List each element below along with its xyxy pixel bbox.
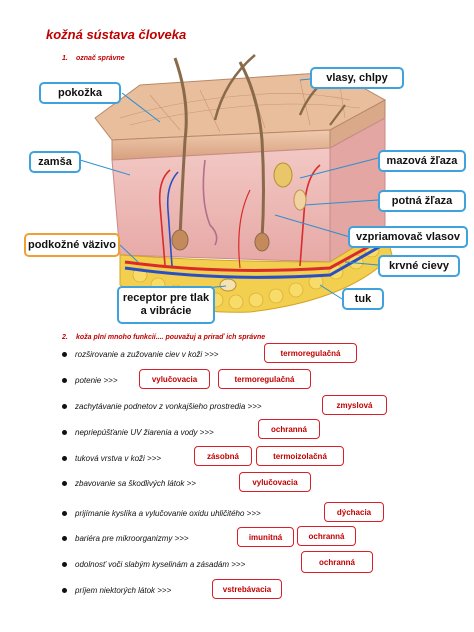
answer-box: ochranná (258, 419, 320, 439)
function-text: prijímanie kyslíka a vylučovanie oxidu u… (75, 508, 261, 518)
label-vlasy-chlpy: vlasy, chlpy (310, 67, 404, 89)
function-row: rozširovanie a zužovanie ciev v koži >>> (62, 347, 218, 361)
function-text: odolnosť voči slabým kyselinám a zásadám… (75, 559, 246, 569)
function-text: príjem niektorých látok >>> (75, 585, 172, 595)
answer-box: imunitná (237, 527, 294, 547)
label-receptor: receptor pre tlak a vibrácie (117, 286, 215, 324)
answer-box: ochranná (301, 551, 373, 573)
function-row: zbavovanie sa škodlivých látok >> (62, 476, 196, 490)
function-row: potenie >>> (62, 373, 117, 387)
task-1-number: 1. (62, 55, 68, 62)
function-row: prijímanie kyslíka a vylučovanie oxidu u… (62, 506, 261, 520)
answer-box: vylučovacia (139, 369, 210, 389)
blood-vessels (124, 164, 389, 279)
function-text: potenie >>> (75, 375, 118, 385)
task-1-text: označ správne (76, 55, 125, 62)
function-row: zachytávanie podnetov z vonkajšieho pros… (62, 399, 262, 413)
hair-structures (171, 54, 346, 292)
function-text: bariéra pre mikroorganizmy >>> (75, 533, 189, 543)
function-text: nepriepúšťanie UV žiarenia a vody >>> (75, 427, 214, 437)
label-vzpriamovac-vlasov: vzpriamovač vlasov (348, 226, 468, 248)
task-2-text: koža plní mnoho funkcií.... pouvažuj a p… (76, 334, 266, 341)
function-row: nepriepúšťanie UV žiarenia a vody >>> (62, 425, 214, 439)
answer-box: zmyslová (322, 395, 387, 415)
function-row: bariéra pre mikroorganizmy >>> (62, 531, 189, 545)
label-mazova-zlaza: mazová žľaza (378, 150, 466, 172)
function-text: tuková vrstva v koži >>> (75, 453, 162, 463)
function-text: rozširovanie a zužovanie ciev v koži >>> (75, 349, 219, 359)
task-1-instruction: 1. označ správne (62, 55, 125, 62)
label-podkozne-vazivo: podkožné väzivo (24, 233, 120, 257)
answer-box: termoizolačná (256, 446, 344, 466)
answer-box: vstrebávacia (212, 579, 282, 599)
task-2-instruction: 2. koža plní mnoho funkcií.... pouvažuj a… (62, 334, 265, 341)
answer-box: termoregulačná (218, 369, 311, 389)
label-pokozka: pokožka (39, 82, 121, 104)
page-title: kožná sústava človeka (46, 27, 187, 42)
answer-box: dýchacia (324, 502, 384, 522)
label-tuk: tuk (342, 288, 384, 310)
skin-diagram (79, 54, 393, 313)
task-2-number: 2. (62, 334, 68, 341)
label-zamsa: zamša (29, 151, 81, 173)
function-row: príjem niektorých látok >>> (62, 583, 171, 597)
label-potna-zlaza: potná žľaza (378, 190, 466, 212)
answer-box: ochranná (297, 526, 356, 546)
answer-box: zásobná (194, 446, 252, 466)
function-text: zbavovanie sa škodlivých látok >> (75, 478, 196, 488)
function-row: tuková vrstva v koži >>> (62, 451, 161, 465)
label-krvne-cievy: krvné cievy (378, 255, 460, 277)
answer-box: vylučovacia (239, 472, 311, 492)
answer-box: termoregulačná (264, 343, 357, 363)
function-row: odolnosť voči slabým kyselinám a zásadám… (62, 557, 245, 571)
function-text: zachytávanie podnetov z vonkajšieho pros… (75, 401, 262, 411)
